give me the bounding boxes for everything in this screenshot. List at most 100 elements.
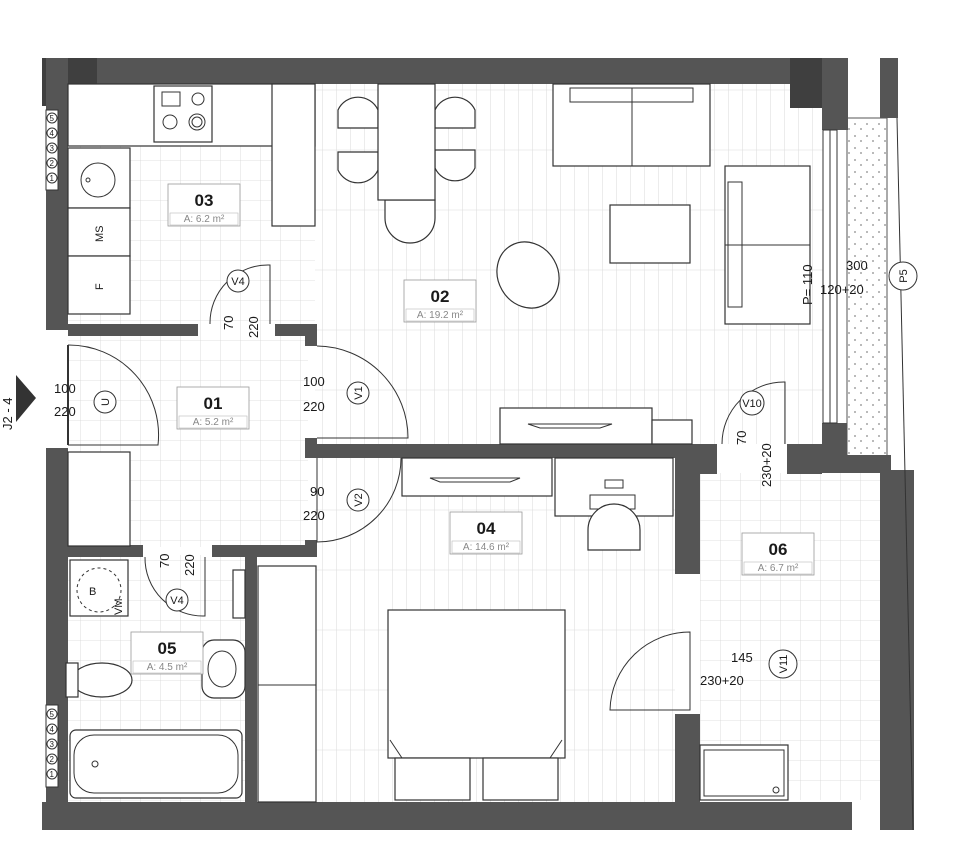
v4k-width: 70 (221, 316, 236, 330)
room-label-05: 05 A: 4.5 m² (130, 631, 204, 675)
v10-width: 70 (734, 431, 749, 445)
v4b-width: 70 (157, 554, 172, 568)
stair-step-number: 5 (50, 114, 55, 123)
living-furniture (496, 83, 811, 445)
vm-label: VM (113, 599, 125, 616)
stair-step-circle (46, 753, 58, 765)
room-label-06: 06 A: 6.7 m² (741, 532, 815, 576)
room-number: 06 (769, 540, 788, 559)
room-number: 01 (204, 394, 223, 413)
window-frame-p5 (822, 117, 914, 831)
bedroom-furniture (257, 457, 674, 803)
v4b-tag: V4 (170, 595, 183, 607)
door-v4-bath-labels: 70 220 V4 (157, 554, 197, 612)
hall-furniture (67, 451, 131, 547)
kitchen-furniture: MS F (67, 83, 316, 315)
v2-width: 90 (310, 484, 324, 499)
room06-fixtures (699, 744, 789, 801)
room-area: A: 14.6 m² (463, 542, 510, 553)
tv-unit (499, 407, 653, 445)
section-marker: J2 - 4 (0, 375, 36, 430)
entry-tag: U (100, 398, 112, 406)
door-v1-labels: 100 220 V1 (303, 374, 370, 414)
room-number: 05 (158, 639, 177, 658)
wardrobe-top (401, 457, 553, 497)
v4k-tag: V4 (231, 276, 244, 288)
section-label: J2 - 4 (0, 397, 15, 430)
nightstand-right (482, 757, 559, 801)
room-number: 03 (195, 191, 214, 210)
stair-step-circle (46, 738, 58, 750)
room-area: A: 19.2 m² (417, 310, 464, 321)
stove-icon (153, 85, 213, 143)
lounge-chair (496, 241, 560, 309)
stair-step-circle (46, 112, 58, 124)
stair-step-number: 1 (50, 770, 55, 779)
v11-tag: V11 (778, 655, 790, 674)
stair-step-number: 1 (50, 174, 55, 183)
v1-tag: V1 (353, 386, 365, 399)
stair-step-number: 2 (50, 159, 55, 168)
stair-step-circle (46, 142, 58, 154)
f-label: F (94, 283, 106, 290)
room-area: A: 4.5 m² (147, 662, 188, 673)
p5-sill: P= 110 (800, 264, 815, 305)
v4b-height: 220 (182, 554, 197, 576)
f-box (67, 255, 131, 315)
v11-width: 145 (731, 650, 753, 665)
hall-cabinet (67, 451, 131, 547)
shower-tray (699, 744, 789, 801)
v4k-height: 220 (246, 316, 261, 338)
b-label: B (89, 586, 96, 598)
nightstand-left (394, 757, 471, 801)
room-area: A: 5.2 m² (193, 417, 234, 428)
p5-height: 120+20 (820, 282, 864, 297)
stair-step-circle (46, 127, 58, 139)
door-v2-labels: 90 220 V2 (303, 484, 370, 523)
room-number: 04 (477, 519, 496, 538)
stair-markers-bottom: 5 4 3 2 1 (45, 704, 59, 788)
room-area: A: 6.2 m² (184, 214, 225, 225)
ms-box (67, 207, 131, 257)
door-v11-labels: 145 230+20 V11 (700, 649, 798, 688)
stair-step-number: 4 (50, 725, 55, 734)
stair-step-circle (46, 157, 58, 169)
v1-height: 220 (303, 399, 325, 414)
v11-height: 230+20 (700, 673, 744, 688)
wardrobe-side (257, 565, 317, 803)
balcony (846, 117, 888, 457)
door-v10-labels: V10 70 230+20 (734, 390, 774, 487)
v2-height: 220 (303, 508, 325, 523)
stair-step-circle (46, 708, 58, 720)
room-number: 02 (431, 287, 450, 306)
stair-step-number: 5 (50, 710, 55, 719)
sink-icon (67, 147, 131, 209)
entry-width: 100 (54, 381, 76, 396)
v1-width: 100 (303, 374, 325, 389)
washing-machine-icon (69, 559, 129, 617)
stair-step-circle (46, 723, 58, 735)
v2-tag: V2 (353, 493, 365, 506)
stair-step-number: 2 (50, 755, 55, 764)
room-label-03: 03 A: 6.2 m² (167, 183, 241, 227)
stair-step-number: 3 (50, 740, 55, 749)
v10-tag: V10 (742, 398, 762, 410)
dining-set (337, 83, 476, 244)
dining-table (377, 83, 436, 201)
bathtub-icon (69, 729, 243, 799)
stair-step-circle (46, 768, 58, 780)
door-v4-kitchen-labels: 70 220 V4 (221, 269, 261, 338)
room-label-04: 04 A: 14.6 m² (449, 511, 523, 555)
p5-width: 300 (846, 258, 868, 273)
room-label-02: 02 A: 19.2 m² (403, 279, 477, 323)
entry-height: 220 (54, 404, 76, 419)
monitor-icon (604, 479, 624, 489)
stair-step-circle (46, 172, 58, 184)
double-bed (387, 609, 566, 759)
stair-step-number: 4 (50, 129, 55, 138)
p5-tag: P5 (898, 269, 910, 282)
room-area: A: 6.7 m² (758, 563, 799, 574)
room-label-01: 01 A: 5.2 m² (176, 386, 250, 430)
